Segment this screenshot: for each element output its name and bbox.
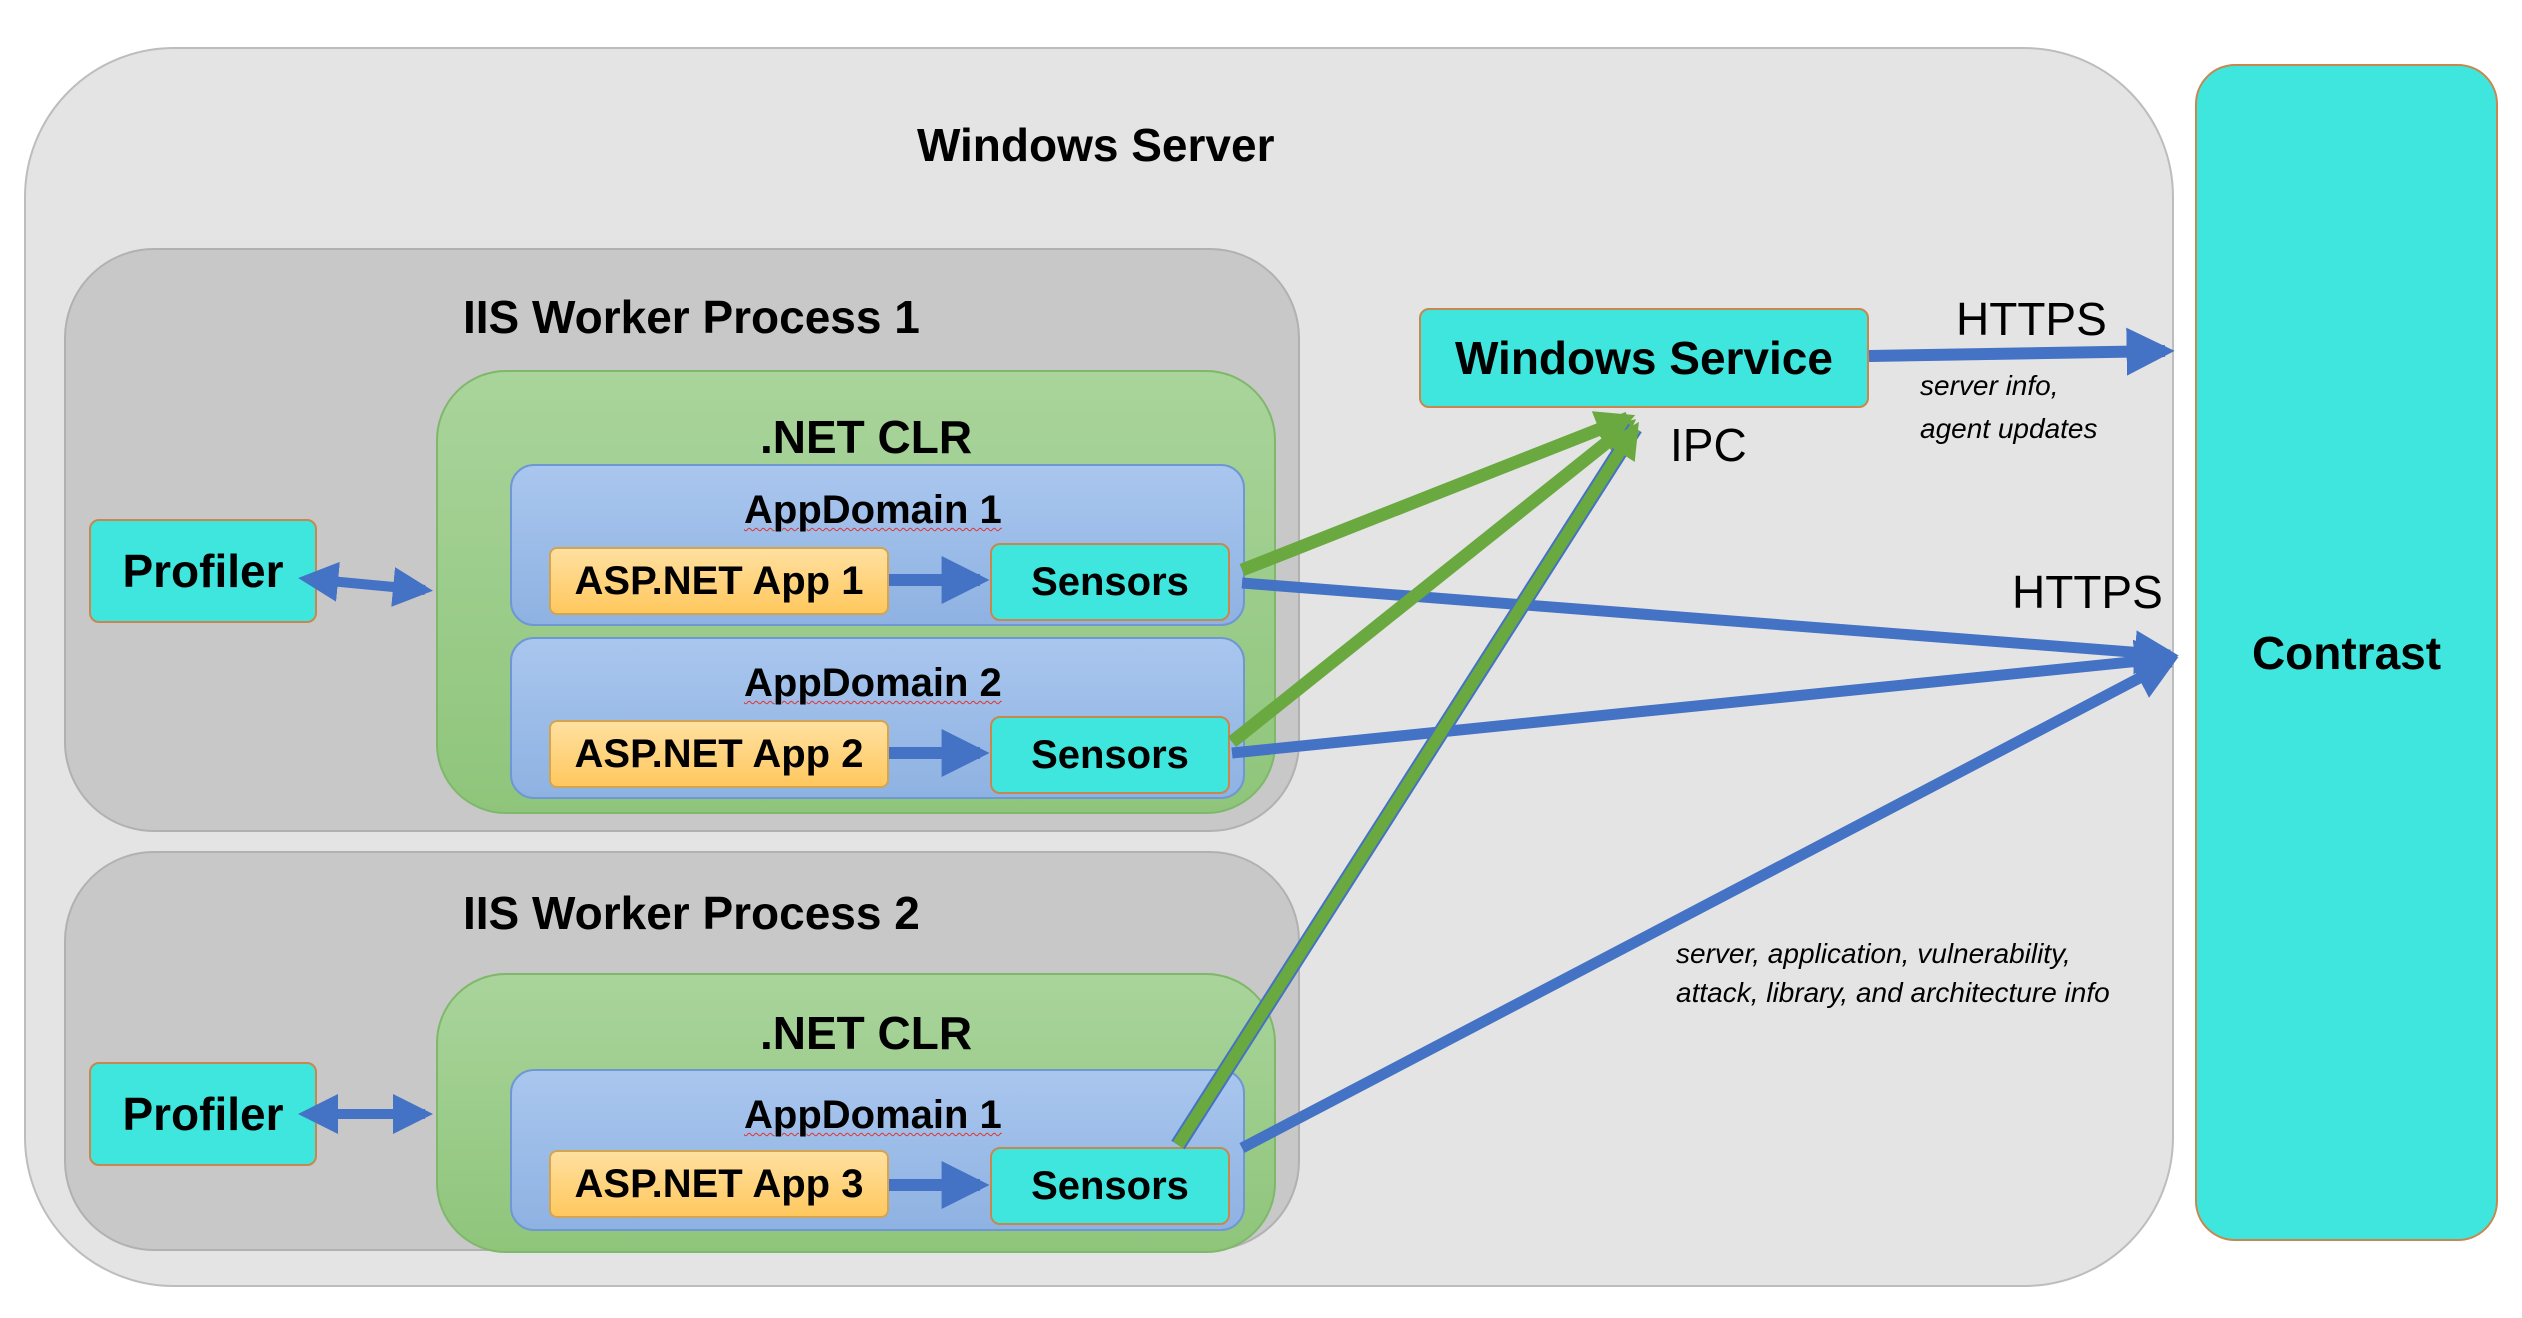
iis-worker-process-1-title: IIS Worker Process 1 (463, 291, 920, 343)
sensor-https-note-line2: attack, library, and architecture info (1676, 977, 2110, 1008)
sensors-box-3: Sensors (990, 1147, 1230, 1225)
appdomain-1-1-title: AppDomain 1 (744, 488, 1002, 532)
sensors-label-2: Sensors (1031, 732, 1189, 777)
net-clr-2-title: .NET CLR (760, 1007, 973, 1059)
windows-server-title: Windows Server (917, 119, 1275, 171)
profiler-clr-arrow-1 (298, 561, 433, 607)
service-https-note-line2: agent updates (1920, 413, 2098, 444)
service-contrast-arrow (1868, 327, 2175, 376)
sensors-label-1: Sensors (1031, 559, 1189, 604)
net-clr-1-title: .NET CLR (760, 411, 973, 463)
sensor-https-label: HTTPS (2012, 566, 2163, 618)
sensors-label-3: Sensors (1031, 1163, 1189, 1208)
aspnet-app-3: ASP.NET App 3 (549, 1150, 889, 1218)
appdomain-1-2-title: AppDomain 2 (744, 661, 1002, 705)
profiler-label-2: Profiler (122, 1088, 284, 1140)
profiler-box-2: Profiler (89, 1062, 317, 1166)
ipc-label: IPC (1670, 419, 1747, 471)
service-https-note-line1: server info, (1920, 370, 2059, 401)
profiler-box-1: Profiler (89, 519, 317, 623)
iis-worker-process-2-title: IIS Worker Process 2 (463, 887, 920, 939)
aspnet-app-3-label: ASP.NET App 3 (574, 1161, 864, 1206)
appdomain-2-1-title: AppDomain 1 (744, 1093, 1002, 1137)
sensors-box-1: Sensors (990, 543, 1230, 621)
service-https-label: HTTPS (1956, 293, 2107, 345)
sensor-https-note-line1: server, application, vulnerability, (1676, 938, 2071, 969)
sensors-box-2: Sensors (990, 716, 1230, 794)
sensors3-contrast-arrow (1239, 657, 2178, 1153)
sensors1-service-arrow (1239, 411, 1636, 577)
windows-service-box: Windows Service (1419, 308, 1869, 408)
aspnet-app-2: ASP.NET App 2 (549, 720, 889, 788)
windows-service-label: Windows Service (1455, 332, 1833, 384)
aspnet-app-1: ASP.NET App 1 (549, 547, 889, 615)
profiler-label-1: Profiler (122, 545, 284, 597)
contrast-label: Contrast (2251, 626, 2442, 679)
sensors2-contrast-arrow (1231, 639, 2179, 759)
contrast-box: Contrast (2195, 64, 2498, 1241)
aspnet-app-1-label: ASP.NET App 1 (574, 558, 864, 603)
aspnet-app-2-label: ASP.NET App 2 (574, 731, 864, 776)
sensors1-contrast-arrow (1241, 577, 2179, 675)
sensors2-service-arrow (1227, 418, 1637, 748)
sensors3-service-arrow-green (1172, 421, 1641, 1149)
